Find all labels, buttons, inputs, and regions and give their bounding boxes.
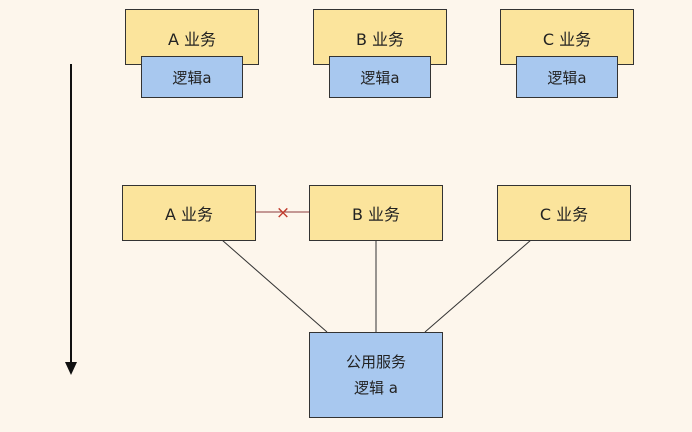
a-to-service-link [221, 239, 328, 333]
shared-service-logic: 逻辑 a [354, 379, 398, 397]
bottom-business-a: A 业务 [122, 185, 256, 241]
shared-service-box: 公用服务 逻辑 a [309, 332, 443, 418]
c-to-service-link [424, 239, 532, 333]
top-business-c: C 业务 [500, 9, 634, 65]
bottom-business-b: B 业务 [309, 185, 443, 241]
top-logic-a: 逻辑a [141, 56, 243, 98]
bottom-business-c: C 业务 [497, 185, 631, 241]
timeline-arrowhead [65, 362, 77, 375]
shared-service-title: 公用服务 [345, 353, 406, 371]
blocked-link-mark: × [276, 203, 290, 223]
top-logic-b: 逻辑a [329, 56, 431, 98]
top-logic-c: 逻辑a [516, 56, 618, 98]
top-business-a: A 业务 [125, 9, 259, 65]
